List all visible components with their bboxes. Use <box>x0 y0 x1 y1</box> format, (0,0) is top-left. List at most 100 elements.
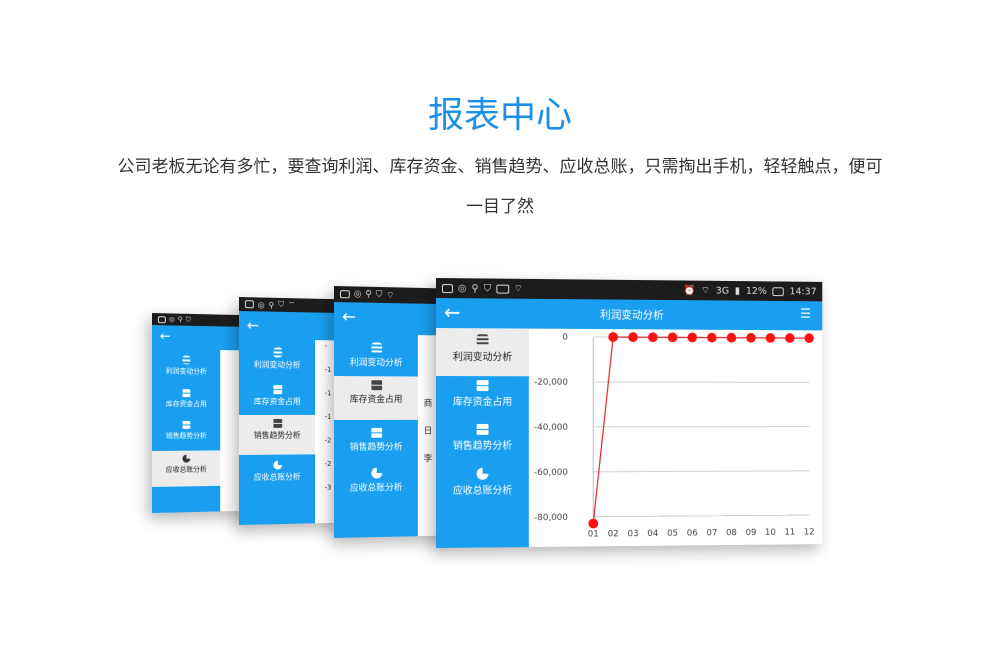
sidebar-item-inventory[interactable]: 库存资金占用 <box>152 389 220 409</box>
shield-icon: ⛉ <box>375 289 383 300</box>
data-point <box>746 332 756 343</box>
sidebar-item-profit[interactable]: 利润变动分析 <box>436 328 529 377</box>
sidebar-item-profit[interactable]: 利润变动分析 <box>334 342 418 369</box>
sidebar: 利润变动分析 库存资金占用 销售趋势分析 应收总账分析 <box>334 334 418 538</box>
shield-icon: ⛉ <box>185 315 191 324</box>
database-icon <box>272 347 282 358</box>
data-point <box>785 333 795 343</box>
sidebar-item-receivable[interactable]: 应收总账分析 <box>436 467 529 497</box>
sidebar-item-label: 销售趋势分析 <box>253 430 301 440</box>
network-type: 3G <box>715 285 730 297</box>
x-tick-label: 08 <box>726 528 737 538</box>
sync-icon: ◎ <box>353 289 362 300</box>
sidebar-item-profit[interactable]: 利润变动分析 <box>152 355 220 377</box>
battery-percent: 12% <box>745 285 767 297</box>
sidebar-item-profit[interactable]: 利润变动分析 <box>239 347 315 371</box>
sidebar-item-inventory[interactable]: 库存资金占用 <box>436 380 529 408</box>
sidebar-item-label: 应收总账分析 <box>452 485 513 497</box>
list-menu-icon[interactable]: ☰ <box>800 306 812 322</box>
database-icon <box>370 342 382 354</box>
y-tick-label: -80,000 <box>534 513 568 523</box>
sidebar-item-sales[interactable]: 销售趋势分析 <box>436 423 529 452</box>
pie-chart-icon <box>272 460 282 470</box>
signal-icon: ⌔ <box>513 283 523 295</box>
sync-icon: ◎ <box>257 299 265 310</box>
sidebar: 利润变动分析 库存资金占用 销售趋势分析 应收总账分析 <box>436 328 529 548</box>
x-tick-label: 11 <box>784 528 795 538</box>
back-arrow-icon[interactable]: ← <box>159 329 171 345</box>
sidebar-item-label: 销售趋势分析 <box>165 431 207 440</box>
y-tick-label: -1 <box>324 365 332 374</box>
y-tick-label: -2 <box>324 460 332 469</box>
battery-icon <box>772 286 784 296</box>
sidebar: 利润变动分析 库存资金占用 销售趋势分析 应收总账分析 <box>239 339 316 525</box>
printer-icon <box>272 418 282 428</box>
data-point <box>648 332 658 343</box>
sidebar-item-sales[interactable]: 销售趋势分析 <box>239 414 316 455</box>
sidebar-item-sales[interactable]: 销售趋势分析 <box>152 420 220 441</box>
sidebar-item-sales[interactable]: 销售趋势分析 <box>334 427 418 453</box>
y-tick-label: -1 <box>324 412 332 421</box>
nav-bar: ← 利润变动分析 ☰ <box>436 298 823 331</box>
y-tick-label: -3 <box>324 483 332 492</box>
x-tick-label: 01 <box>588 530 599 540</box>
sidebar-item-inventory[interactable]: 库存资金占用 <box>239 385 315 407</box>
sidebar-item-inventory[interactable]: 库存资金占用 <box>334 376 418 420</box>
row-text: 商 <box>423 399 433 410</box>
sidebar-item-label: 库存资金占用 <box>253 397 301 407</box>
search-icon: ⚲ <box>365 289 372 300</box>
database-icon <box>182 355 191 365</box>
signal-bars-icon: ▮ <box>734 285 741 297</box>
battery-card-icon <box>441 283 453 293</box>
wifi-icon: ⌔ <box>701 285 711 296</box>
sidebar-item-label: 库存资金占用 <box>452 397 513 409</box>
nav-bar: ← <box>239 311 346 341</box>
database-icon <box>476 334 489 347</box>
data-point <box>608 332 619 342</box>
y-tick-label: -20,000 <box>534 378 568 388</box>
data-point <box>707 332 717 343</box>
sync-icon: ◎ <box>168 315 175 324</box>
nav-bar: ← <box>334 302 451 336</box>
search-icon: ⚲ <box>268 300 275 310</box>
gridline <box>593 471 809 472</box>
sidebar: 利润变动分析 库存资金占用 销售趋势分析 应收总账分析 <box>152 349 221 513</box>
phone-screen-inventory: ◎ ⚲ ⛉ ⌔ ← 利润变动分析 库存资金占用 销售趋势分析 应收总账分析 商日… <box>334 286 451 538</box>
sidebar-item-label: 利润变动分析 <box>349 358 403 369</box>
pie-chart-icon <box>182 454 191 463</box>
data-point <box>687 332 698 343</box>
search-icon: ⚲ <box>471 282 479 294</box>
x-tick-label: 10 <box>765 528 776 538</box>
printer-icon <box>182 389 191 398</box>
gridline <box>593 515 809 517</box>
data-point <box>765 333 776 343</box>
sidebar-item-label: 应收总账分析 <box>253 472 301 482</box>
sidebar-item-label: 应收总账分析 <box>349 483 403 494</box>
row-text: 日 <box>423 426 433 437</box>
data-point <box>804 333 814 344</box>
y-tick-label: 0 <box>562 333 568 343</box>
series-line <box>593 337 809 524</box>
signal-icon: ⌔ <box>287 300 296 310</box>
sidebar-item-receivable[interactable]: 应收总账分析 <box>152 450 221 487</box>
x-tick-label: 02 <box>608 529 619 539</box>
sidebar-item-label: 利润变动分析 <box>165 367 207 376</box>
y-tick-label: -2 <box>324 436 332 445</box>
back-arrow-icon[interactable]: ← <box>341 307 356 328</box>
battery-card-icon <box>244 300 254 309</box>
keyboard-icon <box>495 284 509 294</box>
x-tick-label: 05 <box>667 529 678 539</box>
pie-chart-icon <box>476 467 489 480</box>
alarm-icon: ⏰ <box>683 284 696 296</box>
sync-icon: ◎ <box>457 282 467 294</box>
sidebar-item-label: 利润变动分析 <box>253 360 301 370</box>
back-arrow-icon[interactable]: ← <box>246 316 260 335</box>
screen-title: 利润变动分析 <box>600 308 664 322</box>
printer-icon <box>476 423 489 435</box>
sidebar-item-receivable[interactable]: 应收总账分析 <box>239 460 315 483</box>
sidebar-item-label: 库存资金占用 <box>349 395 403 406</box>
printer-icon <box>370 380 382 391</box>
clock: 14:37 <box>789 285 817 297</box>
sidebar-item-receivable[interactable]: 应收总账分析 <box>334 467 418 494</box>
sidebar-item-label: 应收总账分析 <box>165 465 207 474</box>
